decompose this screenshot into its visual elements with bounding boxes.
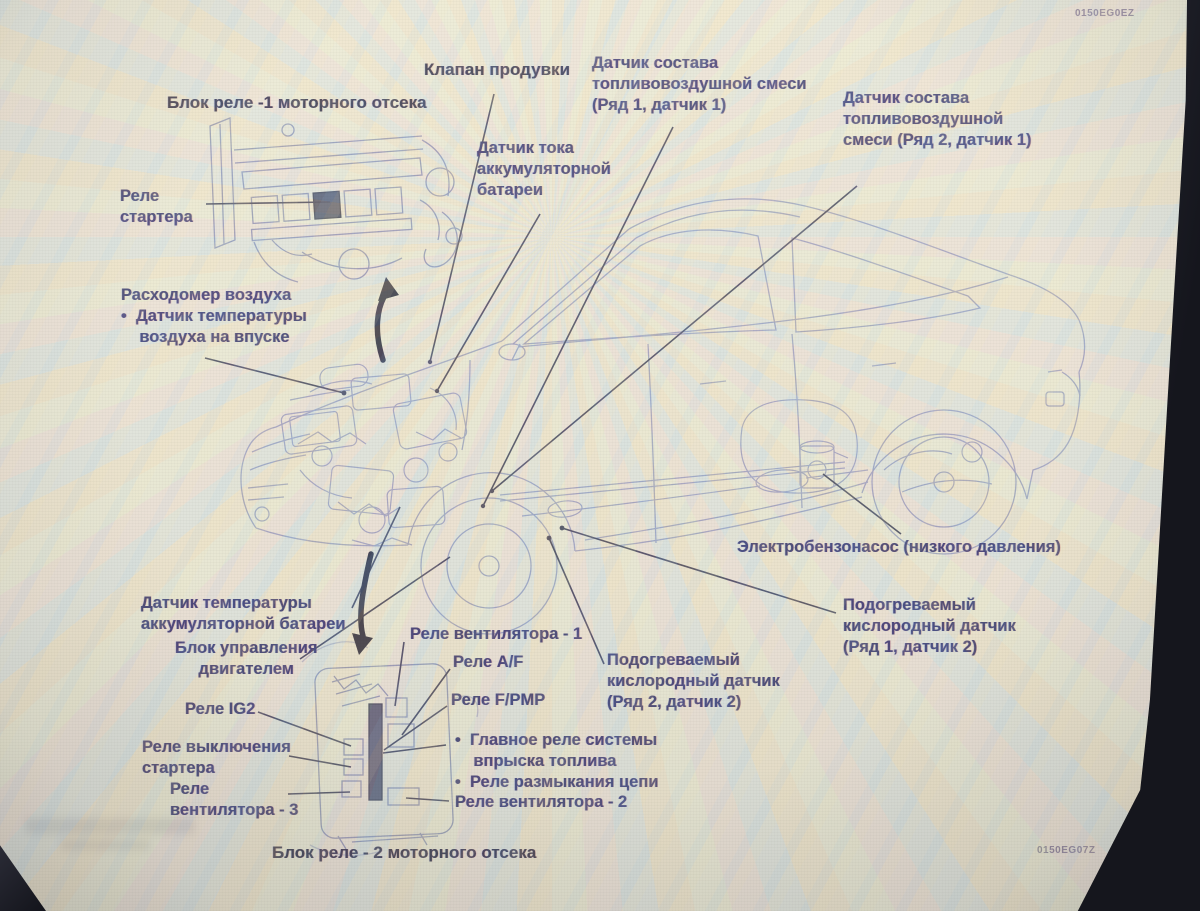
relay-ig2-label: Реле IG2 xyxy=(185,700,256,718)
afr-sensor-bank1-label: Датчик состава топливовоздушной смеси (Р… xyxy=(592,54,807,115)
relay-fpmp-label: Реле F/PMP xyxy=(451,691,546,709)
main-injection-relay-label: • Главное реле системы впрыска топлива •… xyxy=(455,731,659,792)
relay-block-2-title: Блок реле - 2 моторного отсека xyxy=(272,843,537,862)
relay-block-1-drawing xyxy=(209,117,463,283)
fan-relay-2-label: Реле вентилятора - 2 xyxy=(455,793,628,811)
relay-block-2-drawing xyxy=(301,641,479,856)
arrow-up xyxy=(374,289,390,363)
fan-relay-1-label: Реле вентилятора - 1 xyxy=(410,625,583,643)
afr-sensor-bank2-label: Датчик состава топливовоздушной смеси (Р… xyxy=(843,89,1032,150)
starter-relay-label: Реле стартера xyxy=(120,187,193,227)
maf-sensor-label: Расходомер воздуха • Датчик температуры … xyxy=(121,286,307,347)
arrow-down xyxy=(358,551,374,639)
engine-detail-art xyxy=(280,363,468,547)
relay-af-label: Реле A/F xyxy=(453,653,524,671)
fuel-pump-label: Электробензонасос (низкого давления) xyxy=(737,538,1061,556)
fan-relay-3-label: Реле вентилятора - 3 xyxy=(170,780,299,820)
underbody-art xyxy=(499,399,993,541)
o2-sensor-bank1-label: Подогреваемый кислородный датчик (Ряд 1,… xyxy=(843,596,1016,657)
figure-code-top-right: 0150EG0EZ xyxy=(1075,8,1135,19)
purge-valve-label: Клапан продувки xyxy=(424,60,571,79)
enlargement-arrows xyxy=(352,277,399,655)
battery-temp-sensor-label: Датчик температуры аккумуляторной батаре… xyxy=(141,594,346,634)
relay-block-1-title: Блок реле -1 моторного отсека xyxy=(167,93,427,112)
figure-code-bottom-right: 0150EG07Z xyxy=(1037,845,1096,856)
leader-lines xyxy=(204,93,902,802)
battery-current-sensor-label: Датчик тока аккумуляторной батареи xyxy=(477,139,611,200)
o2-sensor-bank2-label: Подогреваемый кислородный датчик (Ряд 2,… xyxy=(607,651,780,712)
ecu-label: Блок управления двигателем xyxy=(175,639,318,679)
starter-cutoff-relay-label: Реле выключения стартера xyxy=(142,738,291,778)
